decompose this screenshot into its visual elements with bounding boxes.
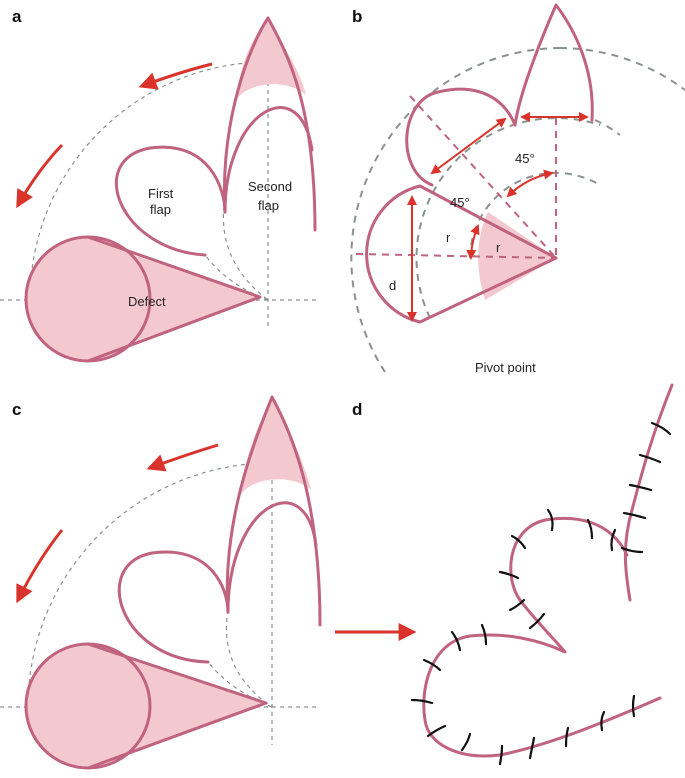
- panel-letter-c: c: [12, 400, 21, 419]
- rotation-arrow-lower-c: [16, 529, 64, 604]
- outer-arc-guide: [29, 61, 269, 301]
- first-flap-outline-c: [117, 550, 230, 664]
- inner-arc-guide-2: [204, 254, 269, 301]
- suture: [528, 736, 536, 760]
- inner-arc-guide: [222, 197, 269, 301]
- second-flap-outer-c: [225, 395, 322, 627]
- panel-letter-a: a: [12, 7, 22, 26]
- second-flap-inner-c: [226, 501, 318, 614]
- suture: [638, 453, 662, 464]
- suture: [628, 483, 653, 492]
- panel-a: a First flap Second flap Defect: [0, 7, 318, 363]
- suture: [564, 726, 570, 748]
- suture: [650, 421, 672, 436]
- suture: [410, 698, 434, 705]
- suture: [528, 612, 546, 630]
- panel-d: d: [352, 383, 674, 766]
- suture: [480, 623, 488, 646]
- middle-guide-arc-2: [594, 119, 621, 136]
- angle-label-lower: 45°: [450, 195, 470, 210]
- suture: [460, 732, 472, 752]
- pivot-triangle-fill: [478, 212, 556, 300]
- incision-upper-limb: [623, 383, 674, 602]
- suture: [610, 528, 617, 552]
- rotation-arrow-lower: [16, 143, 64, 209]
- first-flap-outline-b: [405, 87, 517, 187]
- suture: [422, 658, 442, 672]
- angle-arrow-upper: [506, 169, 554, 198]
- angle-label-upper: 45°: [515, 151, 535, 166]
- panel-b: b 45° 45° r r d Pivot point: [350, 3, 685, 375]
- suture: [586, 518, 594, 540]
- inner-arc-guide-c: [225, 609, 273, 708]
- panel-letter-b: b: [352, 7, 362, 26]
- suture: [498, 570, 520, 580]
- label-defect: Defect: [128, 294, 166, 309]
- defect-cone-outline-c: [86, 642, 268, 770]
- outer-guide-arc-2: [559, 47, 685, 91]
- suture: [620, 546, 644, 554]
- suture: [600, 710, 606, 732]
- second-flap-outline-b: [513, 3, 594, 127]
- label-first-flap-2: flap: [150, 202, 171, 217]
- suture: [631, 694, 636, 718]
- second-flap-tip-fill: [236, 18, 306, 100]
- suture: [450, 630, 462, 652]
- suture: [546, 508, 554, 532]
- suture: [498, 744, 504, 766]
- diameter-label: d: [389, 278, 396, 293]
- suture: [508, 598, 526, 612]
- first-flap-width-arrow: [430, 117, 507, 175]
- radius-label-1: r: [446, 230, 451, 245]
- defect-outline-b: [365, 184, 558, 324]
- outer-guide-arc: [350, 47, 561, 373]
- suture: [622, 511, 647, 520]
- defect-cone-outline: [86, 235, 262, 363]
- label-second-flap-1: Second: [248, 179, 292, 194]
- suture: [510, 534, 527, 550]
- second-flap-tip-fill-c: [240, 397, 311, 495]
- first-flap-outline: [114, 145, 227, 257]
- sutures: [410, 421, 672, 766]
- defect-circle-c: [24, 642, 152, 770]
- rotation-arrow-upper-c: [146, 443, 219, 472]
- incision-main-line: [422, 516, 662, 758]
- second-flap-inner: [223, 106, 314, 214]
- label-first-flap-1: First: [148, 186, 174, 201]
- rotation-arrow-upper: [138, 62, 213, 90]
- radial-line-first-flap: [409, 95, 557, 259]
- suture: [426, 724, 447, 738]
- pivot-point-label: Pivot point: [475, 360, 536, 375]
- panel-c: c: [0, 395, 417, 770]
- label-second-flap-2: flap: [258, 198, 279, 213]
- middle-guide-arc: [415, 117, 601, 319]
- panel-letter-d: d: [352, 400, 362, 419]
- angle-arrow-lower: [466, 224, 480, 260]
- radius-label-2: r: [496, 240, 501, 255]
